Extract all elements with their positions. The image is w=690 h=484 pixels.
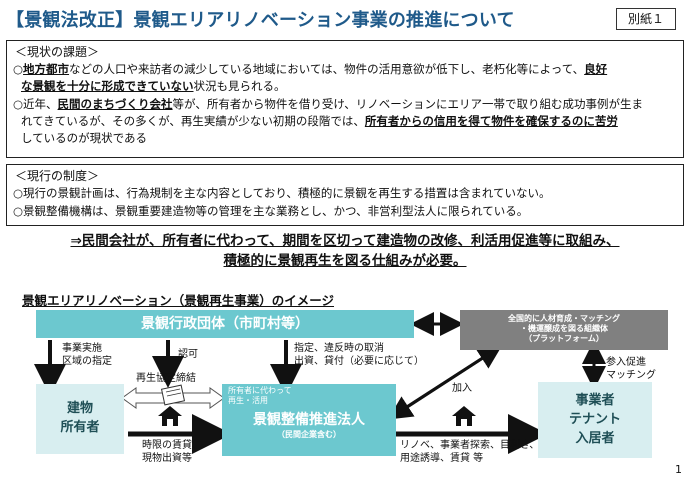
national-org-line-1: 全国的に人材育成・マッチング xyxy=(508,314,620,323)
issue-1-line-2: な景観を十分に形成できていない状況も見られる。 xyxy=(21,78,286,94)
corp-note-line-2: 再生・活用 xyxy=(228,396,268,405)
label-approval: 認可 xyxy=(178,349,198,360)
emphasis-text: 地方都市 xyxy=(23,62,70,76)
house-icon-left xyxy=(158,406,182,426)
issues-box: ＜現状の課題＞ ○地方都市などの人口や来訪者の減少している地域においては、物件の… xyxy=(6,40,684,158)
page-title: 【景観法改正】景観エリアリノベーション事業の推進について xyxy=(6,10,515,31)
issue-1-line-1: ○地方都市などの人口や来訪者の減少している地域においては、物件の活用意欲が低下し… xyxy=(13,61,607,77)
national-org-box: 全国的に人材育成・マッチング ・機運醸成を図る組織体 （プラットフォーム） xyxy=(460,310,668,350)
corp-box: 所有者に代わって 再生・活用 景観整備推進法人 （民間企業含む） xyxy=(222,384,396,456)
label-match-line-2: マッチング xyxy=(606,370,656,381)
owner-box: 建物 所有者 xyxy=(36,384,124,454)
tenant-line-2: テナント xyxy=(568,412,621,427)
corp-sub-label: （民間企業含む） xyxy=(277,430,341,439)
bullet: ○ xyxy=(13,62,24,76)
tenant-box: 事業者 テナント 入居者 xyxy=(538,382,652,458)
issue-2-line-2: れてきているが、その多くが、再生実績が少ない初期の段階では、所有者からの信用を得… xyxy=(21,113,618,129)
emphasis-text: 良好 xyxy=(584,62,608,76)
corp-main-label: 景観整備推進法人 xyxy=(253,412,365,428)
label-match-line-1: 参入促進 xyxy=(606,357,646,368)
appendix-label: 別紙１ xyxy=(616,8,676,30)
conclusion-line-2: 積極的に景観再生を図る仕組みが必要。 xyxy=(223,253,467,269)
label-reno-line-2: 用途誘導、賃貸 等 xyxy=(400,453,484,464)
national-org-line-2: ・機運醸成を図る組織体 xyxy=(520,324,608,333)
body-text: れてきているが、その多くが、再生実績が少ない初期の段階では、 xyxy=(21,114,365,128)
label-designate-line-1: 事業実施 xyxy=(62,343,102,354)
issues-heading: ＜現状の課題＞ xyxy=(15,45,100,59)
label-gov-corp-line-2: 出資、貸付（必要に応じて） xyxy=(294,356,424,367)
corp-note-line-1: 所有者に代わって xyxy=(228,386,292,395)
owner-line-1: 建物 xyxy=(66,401,93,416)
page-number: 1 xyxy=(675,463,682,476)
tenant-line-3: 入居者 xyxy=(575,431,615,446)
system-heading: ＜現行の制度＞ xyxy=(15,169,100,183)
system-box: ＜現行の制度＞ ○現行の景観計画は、行為規制を主な内容としており、積極的に景観を… xyxy=(6,164,684,226)
owner-line-2: 所有者 xyxy=(60,420,100,435)
house-icon-right xyxy=(452,406,476,426)
body-text: 等が、所有者から物件を借り受け、リノベーションにエリア一帯で取り組む成功事例が生… xyxy=(172,97,644,111)
diagram-title: 景観エリアリノベーション（景観再生事業）のイメージ xyxy=(22,293,335,308)
arrow-org-to-corp xyxy=(387,350,493,420)
body-text: 状況も見られる。 xyxy=(193,79,286,93)
label-designate-line-2: 区域の指定 xyxy=(62,356,112,367)
emphasis-text: 民間のまちづくり会社 xyxy=(57,97,173,111)
label-join: 加入 xyxy=(452,383,472,394)
label-gov-corp-line-1: 指定、違反時の取消 xyxy=(294,343,384,354)
system-line-2: ○景観整備機構は、景観重要建造物等の管理を主な業務とし、かつ、非営利型法人に限ら… xyxy=(13,204,529,218)
system-line-1: ○現行の景観計画は、行為規制を主な内容としており、積極的に景観を再生する措置は含… xyxy=(13,186,551,200)
label-agreement: 再生協定締結 xyxy=(136,373,196,384)
emphasis-text: な景観を十分に形成できていない xyxy=(21,79,194,93)
national-org-line-3: （プラットフォーム） xyxy=(524,334,604,343)
tenant-line-1: 事業者 xyxy=(575,393,615,408)
document-icon xyxy=(160,384,186,406)
gov-box: 景観行政団体（市町村等） xyxy=(36,310,414,338)
issue-2-line-3: しているのが現状である xyxy=(21,131,148,145)
conclusion-line-1: ⇒民間会社が、所有者に代わって、期間を区切って建造物の改修、利活用促進等に取組み… xyxy=(70,233,620,249)
label-lease-line-2: 現物出資等 xyxy=(142,453,192,464)
emphasis-text: 所有者からの信用を得て物件を確保するのに苦労 xyxy=(364,114,618,128)
body-text: ○近年、 xyxy=(13,97,58,111)
issue-2-line-1: ○近年、民間のまちづくり会社等が、所有者から物件を借り受け、リノベーションにエリ… xyxy=(13,96,643,112)
label-reno-line-1: リノベ、事業者探索、目利き、 xyxy=(400,440,540,451)
body-text: などの人口や来訪者の減少している地域においては、物件の活用意欲が低下し、老朽化等… xyxy=(69,62,585,76)
label-lease-line-1: 時限の賃貸、 xyxy=(142,440,202,451)
